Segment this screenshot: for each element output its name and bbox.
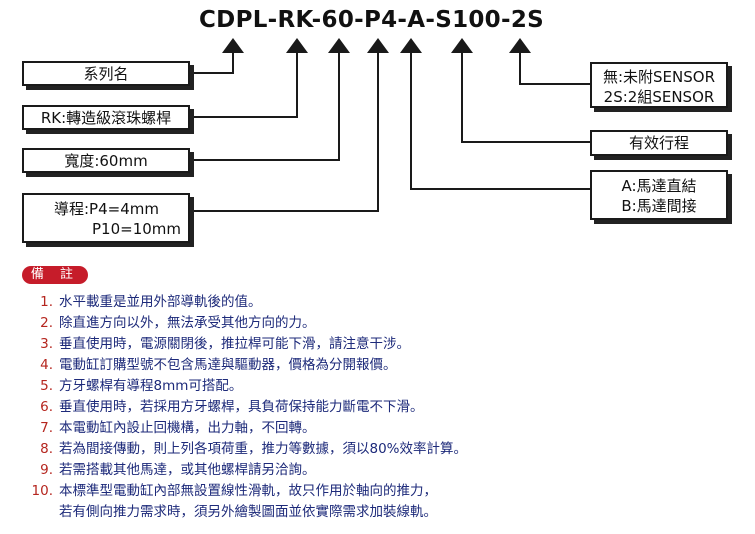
connector-lead — [190, 52, 379, 212]
series-name-box: 系列名 — [22, 61, 190, 86]
arrow-motor — [400, 38, 422, 53]
connector-stroke — [461, 52, 590, 143]
motor-line-1: A:馬達直結 — [621, 177, 697, 195]
sensor-line-2: 2S:2組SENSOR — [603, 88, 715, 106]
note-item: 9.若需搭載其他馬達，或其他螺桿請另洽詢。 — [40, 462, 316, 478]
arrow-stroke — [451, 38, 473, 53]
note-item: 7.本電動缸內設止回機構，出力軸，不回轉。 — [40, 420, 316, 436]
sensor-line-1: 無:未附SENSOR — [602, 68, 716, 86]
lead-box: 導程:P4=4mm P10=10mm — [22, 193, 190, 243]
note-item: 10.本標準型電動缸內部無設置線性滑軌，故只作用於軸向的推力，若有側向推力需求時… — [31, 483, 437, 520]
lead-line-2: P10=10mm — [92, 220, 182, 238]
stroke-box: 有效行程 — [590, 130, 728, 156]
note-item: 8.若為間接傳動，則上列各項荷重，推力等數據，須以80%效率計算。 — [40, 441, 468, 457]
connector-width — [190, 52, 340, 161]
notes-list: 1.水平載重是並用外部導軌後的值。 2.除直進方向以外，無法承受其他方向的力。 … — [27, 292, 468, 523]
note-item: 4.電動缸訂購型號不包含馬達與驅動器，價格為分開報價。 — [40, 357, 397, 373]
note-item: 2.除直進方向以外，無法承受其他方向的力。 — [40, 315, 316, 331]
connector-lines — [190, 52, 590, 212]
rk-screw-box: RK:轉造級滾珠螺桿 — [22, 105, 190, 130]
note-item: 3.垂直使用時，電源關閉後，推拉桿可能下滑，請注意干涉。 — [40, 336, 410, 352]
lead-line-1: 導程:P4=4mm — [54, 200, 159, 218]
rk-screw-label: RK:轉造級滾珠螺桿 — [40, 108, 172, 127]
arrow-rk — [286, 38, 308, 53]
arrow-width — [328, 38, 350, 53]
connector-arrows — [222, 38, 531, 53]
note-item: 5.方牙螺桿有導程8mm可搭配。 — [40, 378, 243, 394]
arrow-lead — [367, 38, 389, 53]
width-box: 寬度:60mm — [22, 148, 190, 173]
motor-box: A:馬達直結 B:馬達間接 — [590, 170, 728, 220]
model-code-title: CDPL-RK-60-P4-A-S100-2S — [199, 7, 545, 33]
note-item: 6.垂直使用時，若採用方牙螺桿，具負荷保持能力斷電不下滑。 — [40, 399, 424, 415]
connector-sensor — [519, 52, 590, 85]
motor-line-2: B:馬達間接 — [621, 197, 697, 215]
series-name-label: 系列名 — [83, 64, 129, 83]
notes-badge: 備 註 — [22, 266, 88, 284]
connector-motor — [410, 52, 590, 190]
arrow-sensor — [509, 38, 531, 53]
sensor-box: 無:未附SENSOR 2S:2組SENSOR — [590, 62, 728, 108]
connector-series — [190, 52, 234, 74]
note-item: 1.水平載重是並用外部導軌後的值。 — [40, 294, 262, 310]
width-label: 寬度:60mm — [64, 151, 148, 170]
stroke-label: 有效行程 — [628, 134, 689, 152]
arrow-series — [222, 38, 244, 53]
connector-rk — [190, 52, 298, 118]
